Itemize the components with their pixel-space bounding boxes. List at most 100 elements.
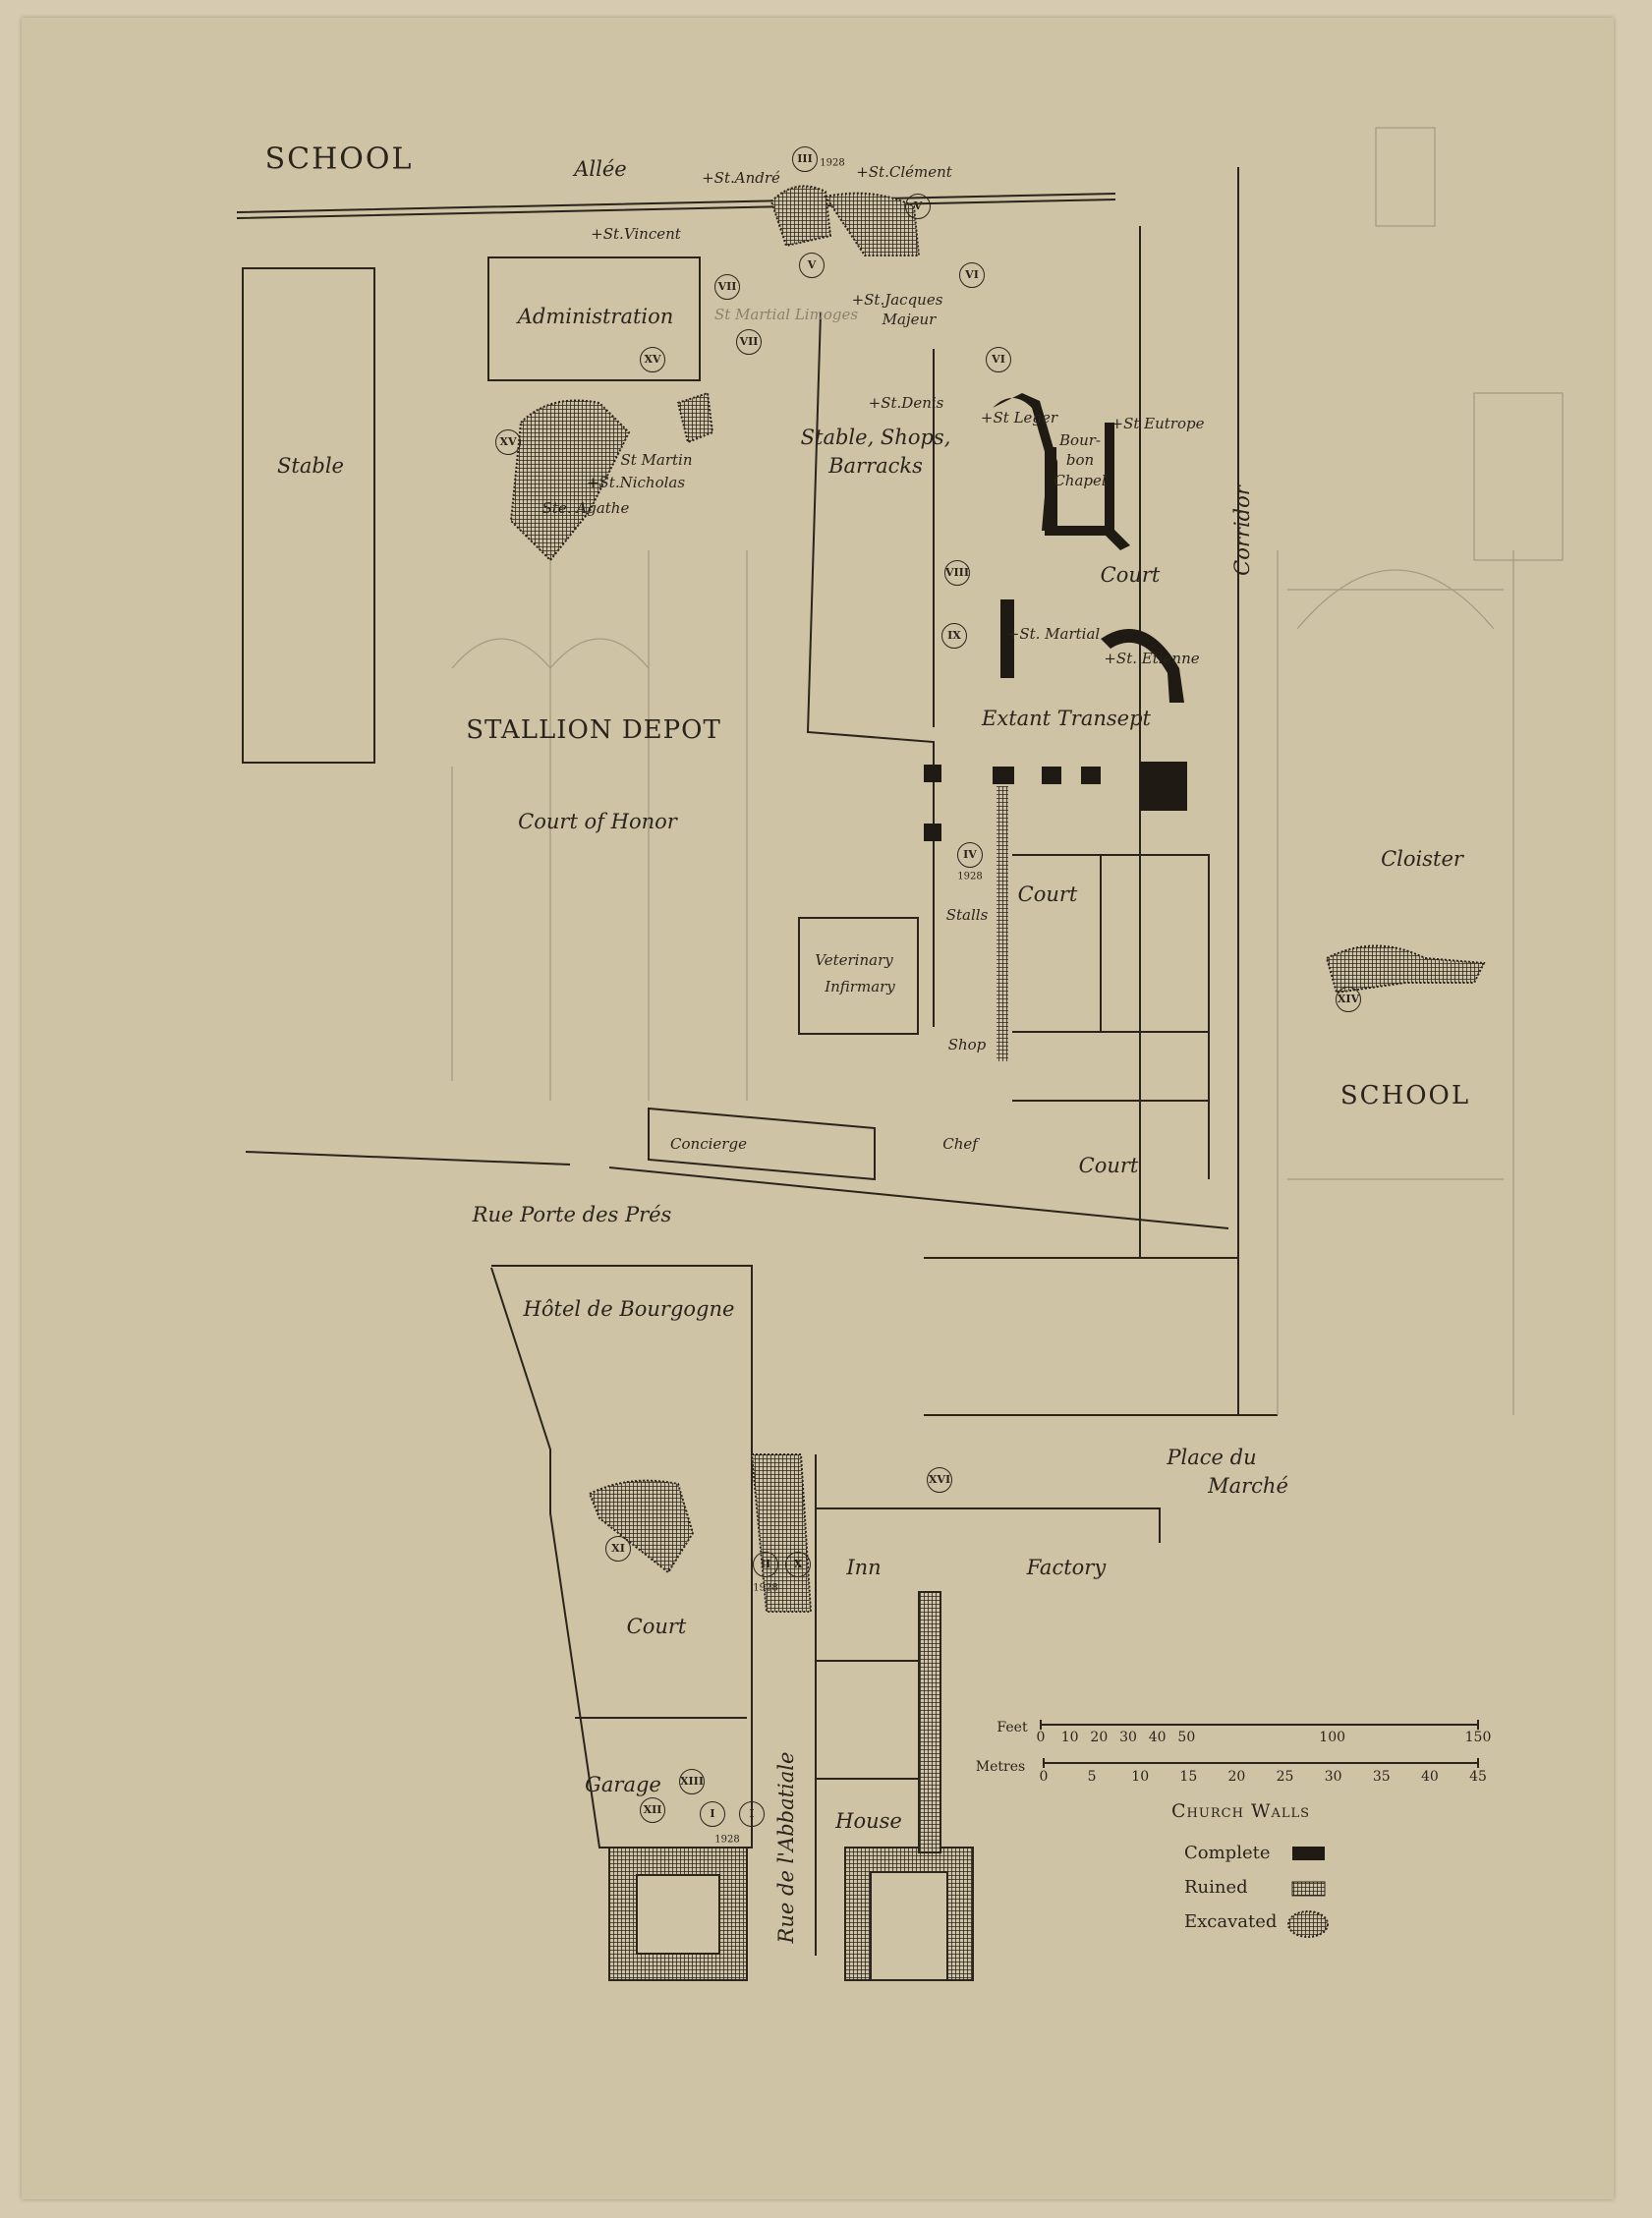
year-label: 1928 <box>820 157 845 169</box>
scale-bars <box>1040 1720 1479 1768</box>
label-garage: Garage <box>585 1773 661 1796</box>
administration-building <box>487 256 701 381</box>
label-st-andre: +St.André <box>702 169 780 187</box>
numeral-badge: XVI <box>927 1467 952 1493</box>
legend-title: Church Walls <box>1171 1800 1311 1822</box>
numeral-badge: V <box>799 253 825 278</box>
label-school-right: SCHOOL <box>1339 1081 1471 1110</box>
numeral-badge: VII <box>714 274 740 300</box>
legend-label-ruined: Ruined <box>1184 1877 1248 1898</box>
label-st-leger: +St Leger <box>980 409 1058 427</box>
numeral-badge: V <box>905 194 931 219</box>
scale-tick-label: 25 <box>1276 1769 1294 1785</box>
label-extant-transept: Extant Transept <box>982 707 1151 730</box>
scale-tick-label: 35 <box>1372 1769 1391 1785</box>
year-label: 1928 <box>714 1834 740 1846</box>
numeral-badge: X <box>785 1552 811 1577</box>
label-corridor: Corridor <box>1230 485 1254 576</box>
legend-swatch-complete <box>1292 1847 1325 1860</box>
label-infirmary: Infirmary <box>825 978 895 995</box>
label-bourbon-3: Chapel <box>1054 472 1107 489</box>
scale-tick-label: 40 <box>1148 1730 1167 1745</box>
scale-metres-label: Metres <box>975 1759 1026 1775</box>
scale-tick-label: 10 <box>1131 1769 1150 1785</box>
label-st-eutrope: +St Eutrope <box>1111 415 1205 432</box>
scale-tick-label: 0 <box>1039 1769 1049 1785</box>
legend-swatch-ruined <box>1291 1881 1326 1897</box>
label-stable-shops: Stable, Shops, <box>800 426 951 449</box>
scale-tick-label: 5 <box>1087 1769 1097 1785</box>
label-st-denis: +St.Denis <box>868 394 944 412</box>
scale-tick-label: 15 <box>1179 1769 1198 1785</box>
numeral-badge: III <box>792 146 818 172</box>
scale-tick-label: 30 <box>1324 1769 1342 1785</box>
label-st-vincent: +St.Vincent <box>591 225 681 243</box>
label-factory: Factory <box>1026 1556 1107 1579</box>
scale-tick-label: 50 <box>1177 1730 1196 1745</box>
numeral-badge: I <box>739 1801 765 1827</box>
scale-tick-label: 20 <box>1227 1769 1246 1785</box>
numeral-badge: IX <box>941 623 967 649</box>
label-st-jacques: +St.Jacques <box>851 291 943 309</box>
label-allee: Allée <box>574 157 627 181</box>
numeral-badge: VI <box>959 262 985 288</box>
numeral-badge: XV <box>495 429 521 455</box>
allee-line <box>236 193 1116 219</box>
label-court-2: Court <box>1017 882 1078 906</box>
label-bourbon-1: Bour- <box>1059 431 1101 449</box>
year-label: 1928 <box>753 1582 778 1594</box>
numeral-badge: VIII <box>944 560 970 586</box>
numeral-badge: XIV <box>1336 987 1361 1012</box>
label-st-martin: St Martin <box>620 451 693 469</box>
label-administration: Administration <box>517 305 674 328</box>
label-court-4: Court <box>626 1615 687 1638</box>
label-st-martial-limoges: St Martial Limoges <box>713 306 859 323</box>
scale-feet-label: Feet <box>997 1720 1028 1735</box>
label-inn: Inn <box>846 1556 882 1579</box>
label-stalls: Stalls <box>945 906 989 924</box>
scale-tick-label: 100 <box>1319 1730 1346 1745</box>
legend-label-complete: Complete <box>1184 1843 1271 1863</box>
nave-piers <box>924 765 1101 841</box>
label-ste-agathe: Ste. Agathe <box>541 499 630 517</box>
label-house: House <box>835 1809 902 1833</box>
label-bourbon-2: bon <box>1065 451 1095 469</box>
numeral-badge: XIII <box>679 1769 705 1794</box>
label-st-etienne: +St. Etienne <box>1104 650 1200 667</box>
numeral-badge: XII <box>640 1797 665 1823</box>
label-court-3: Court <box>1078 1154 1139 1177</box>
label-shop: Shop <box>947 1036 987 1053</box>
label-concierge: Concierge <box>670 1135 747 1153</box>
label-school-top: SCHOOL <box>264 142 414 177</box>
label-st-clement: +St.Clément <box>856 163 952 181</box>
numeral-badge: VII <box>736 329 762 355</box>
numeral-badge: IV <box>957 842 983 868</box>
label-hotel-de-bourgogne: Hôtel de Bourgogne <box>523 1297 735 1321</box>
veterinary-infirmary-building <box>798 917 919 1035</box>
numeral-badge: I <box>700 1801 725 1827</box>
scale-tick-label: 30 <box>1119 1730 1137 1745</box>
label-barracks: Barracks <box>828 454 923 478</box>
label-stallion-depot: STALLION DEPOT <box>466 715 721 745</box>
stable-building <box>242 267 375 764</box>
scale-tick-label: 10 <box>1060 1730 1079 1745</box>
label-place-du: Place du <box>1167 1446 1257 1469</box>
legend-label-excavated: Excavated <box>1184 1911 1278 1932</box>
numeral-badge: XI <box>605 1536 631 1562</box>
numeral-badge: XV <box>640 347 665 372</box>
numeral-badge: II <box>753 1552 778 1577</box>
label-court-1: Court <box>1100 563 1161 587</box>
numeral-badge: VI <box>986 347 1011 372</box>
label-st-nicholas: +St.Nicholas <box>586 474 686 491</box>
label-veterinary: Veterinary <box>815 951 893 969</box>
year-label: 1928 <box>957 871 983 882</box>
scale-tick-label: 0 <box>1036 1730 1046 1745</box>
label-chef: Chef <box>942 1135 978 1153</box>
scale-tick-label: 20 <box>1090 1730 1109 1745</box>
label-rue-de-l-abbatiale: Rue de l'Abbatiale <box>774 1751 798 1944</box>
label-st-martial: +St. Martial <box>1006 625 1101 643</box>
label-court-of-honor: Court of Honor <box>518 810 677 833</box>
label-stable: Stable <box>277 454 344 478</box>
